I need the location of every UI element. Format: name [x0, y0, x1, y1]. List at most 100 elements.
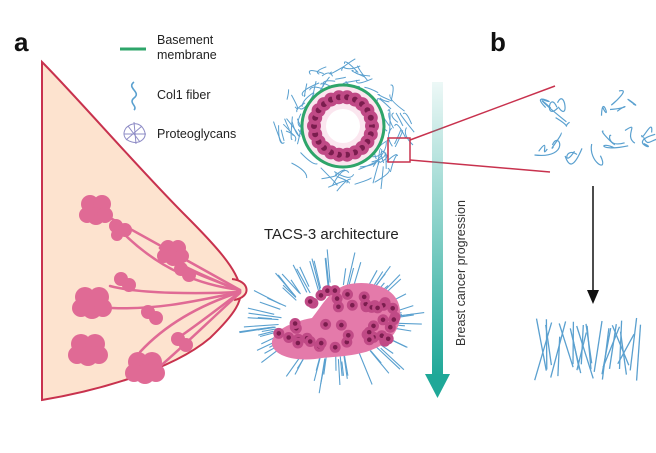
aligned-fiber — [569, 328, 582, 374]
lobule — [68, 334, 108, 366]
col1-fiber — [290, 94, 299, 110]
cell-nucleus — [318, 340, 324, 346]
curly-fiber — [641, 126, 653, 138]
cell-nucleus — [336, 304, 341, 310]
cell-nucleus — [380, 317, 386, 323]
col1-fiber — [339, 356, 343, 377]
cell-nucleus — [332, 288, 338, 293]
cell-nucleus — [292, 321, 298, 326]
curly-fiber — [555, 117, 570, 127]
col1-fiber — [261, 328, 278, 333]
col1-fiber — [308, 70, 324, 75]
col1-fiber — [394, 128, 402, 145]
col1-fiber — [284, 118, 290, 130]
col1-fiber — [404, 127, 414, 146]
aligned-fiber — [535, 318, 547, 371]
progression-label: Breast cancer progression — [454, 200, 468, 346]
col1-fiber-label: Col1 fiber — [157, 88, 211, 102]
cell-nucleus — [390, 306, 396, 311]
lobule — [125, 352, 165, 384]
col1-fiber — [379, 154, 388, 164]
col1-fiber — [313, 260, 322, 289]
lobule — [109, 219, 132, 241]
tumor-cells — [273, 285, 401, 353]
cell-nucleus — [318, 293, 324, 298]
col1-fiber — [309, 86, 324, 91]
col1-fiber — [292, 264, 308, 293]
col1-fiber — [355, 70, 371, 77]
aligned-fiber — [586, 325, 592, 370]
aligned-fiber — [550, 321, 567, 378]
aligned-fiber — [545, 324, 553, 366]
col1-fiber — [388, 127, 393, 147]
col1-fiber — [380, 166, 384, 190]
col1-fiber — [369, 350, 382, 364]
aligned-fiber — [576, 325, 594, 379]
col1-fiber — [389, 94, 405, 112]
curly-fiber — [611, 90, 624, 106]
curly-col1-fibers — [534, 90, 656, 166]
col1-fiber — [301, 92, 314, 107]
col1-fiber — [290, 116, 293, 140]
col1-fiber — [379, 142, 387, 159]
aligned-fiber — [557, 336, 561, 377]
col1-fiber — [299, 266, 310, 287]
cell-nucleus — [366, 330, 372, 335]
col1-fiber — [277, 274, 296, 298]
epithelial-cell-ring — [307, 90, 379, 162]
col1-fiber — [346, 252, 356, 287]
cell-nucleus — [332, 345, 338, 350]
col1-fiber — [391, 112, 399, 123]
col1-fiber — [322, 80, 336, 87]
curly-fiber — [641, 133, 656, 148]
zoom-box — [387, 137, 411, 163]
col1-fiber — [259, 301, 281, 310]
col1-fiber — [390, 84, 394, 101]
curly-fiber — [608, 134, 625, 145]
col1-fiber — [334, 76, 346, 80]
col1-fiber — [323, 356, 327, 375]
curly-fiber — [556, 98, 566, 112]
col1-fiber — [296, 268, 311, 294]
col1-fiber — [286, 89, 290, 100]
col1-fiber — [258, 330, 274, 336]
col1-fiber — [402, 112, 413, 125]
col1-fiber — [379, 97, 390, 103]
lobule — [157, 240, 189, 266]
curly-fiber — [541, 100, 567, 123]
col1-fiber — [311, 258, 321, 292]
cell-nucleus — [339, 322, 344, 328]
col1-fiber — [247, 317, 279, 321]
col1-fiber — [394, 123, 407, 139]
col1-fiber — [385, 152, 387, 169]
col1-fiber — [380, 347, 405, 371]
aligned-fiber — [558, 323, 574, 368]
cell-nucleus — [307, 299, 313, 304]
duct-lumen — [326, 109, 360, 143]
col1-fiber — [374, 345, 401, 370]
aligned-fiber — [602, 326, 621, 368]
col1-fiber — [282, 123, 294, 136]
zoom-line-top — [409, 85, 556, 141]
col1-fiber — [267, 297, 287, 307]
col1-fiber — [325, 257, 330, 290]
col1-fiber — [377, 93, 393, 102]
cell-nucleus — [367, 114, 374, 121]
aligned-fiber — [601, 327, 612, 375]
col1-fiber — [359, 160, 377, 168]
col1-fiber — [336, 178, 351, 192]
col1-fiber — [291, 121, 301, 137]
col1-fiber — [320, 167, 338, 186]
col1-fiber — [334, 171, 355, 178]
aligned-col1-fibers — [534, 317, 642, 381]
col1-fiber — [394, 130, 404, 148]
col1-fiber — [282, 287, 297, 301]
col1-fiber — [342, 268, 347, 286]
col1-fiber — [291, 162, 308, 179]
lobule — [114, 272, 136, 292]
progression-arrow-shaft — [432, 82, 443, 376]
col1-fiber — [364, 86, 379, 94]
cell-nucleus — [295, 340, 301, 346]
col1-fiber — [296, 102, 306, 113]
col1-fiber — [326, 249, 331, 283]
